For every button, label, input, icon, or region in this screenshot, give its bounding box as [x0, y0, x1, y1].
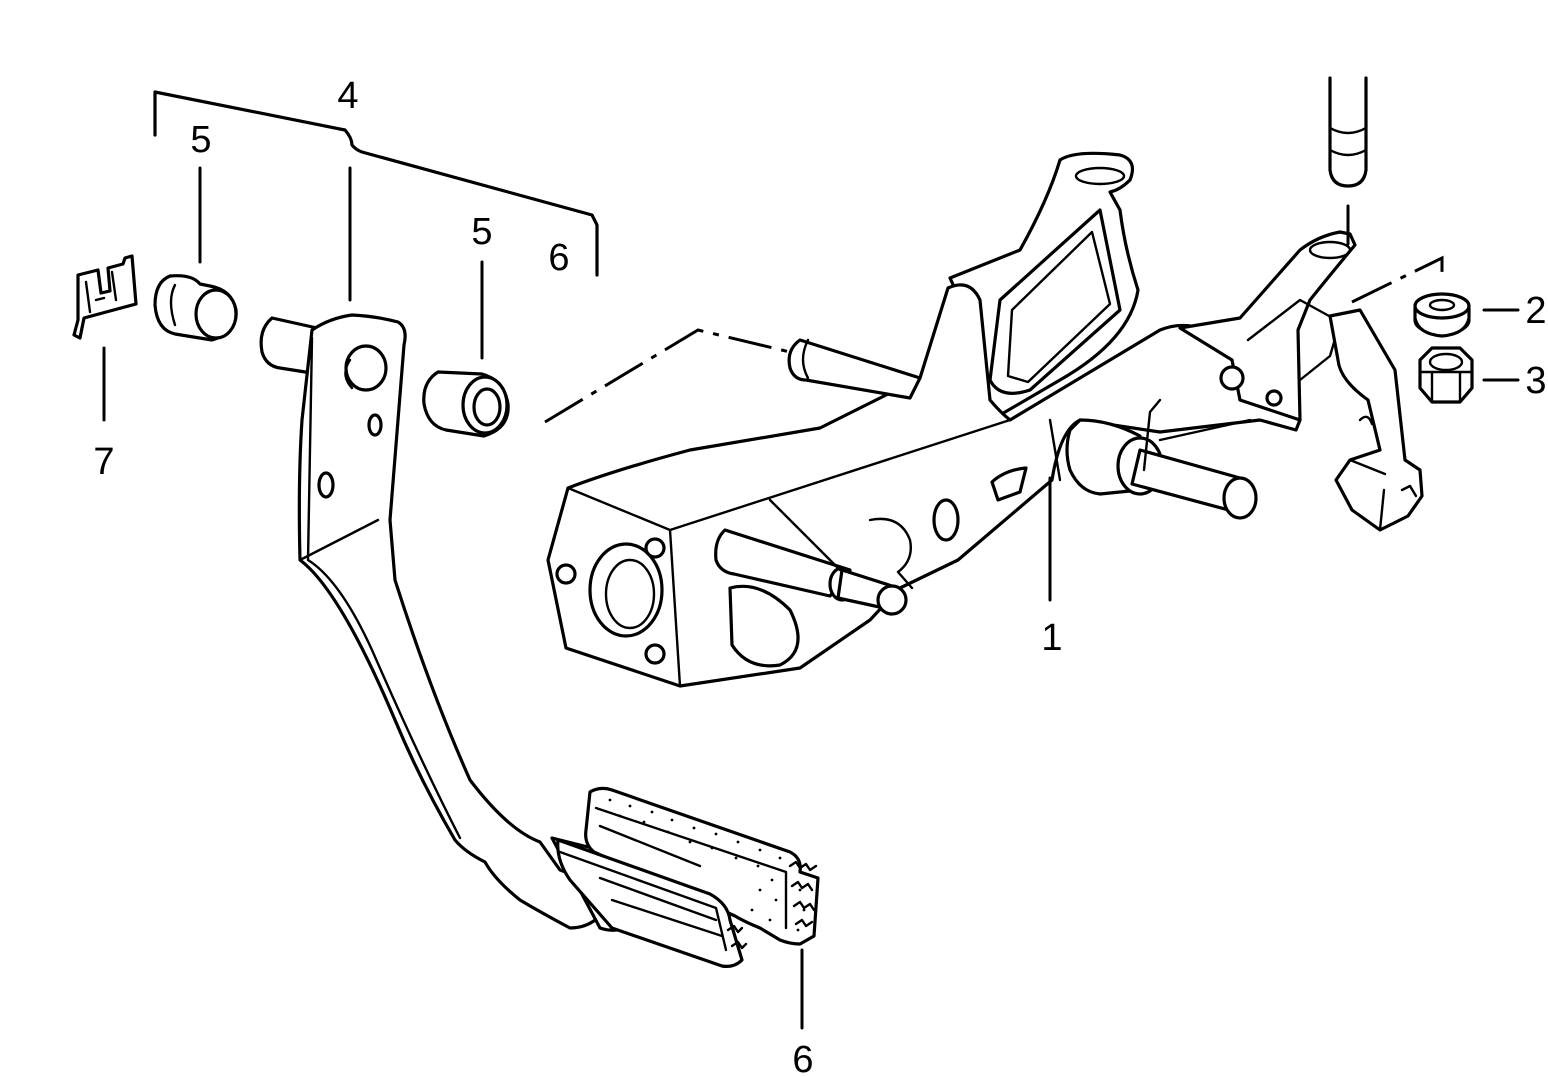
bushing-part-5-left: [153, 274, 238, 342]
callout-3: 3: [1525, 360, 1546, 402]
clip-part-7: [72, 254, 138, 340]
callout-6-bottom: 6: [792, 1039, 813, 1077]
pedal-support-part-1: [546, 151, 1424, 688]
bushing-part-5-right: [422, 370, 510, 438]
group-bracket-4: [153, 90, 599, 277]
stud-bolt: [1328, 76, 1368, 188]
washer-part-2: [1413, 292, 1471, 338]
callout-2: 2: [1525, 290, 1546, 332]
assembly-line-left: [544, 328, 791, 424]
callout-5-right: 5: [471, 211, 492, 253]
pedal-pad-part-6: [556, 786, 820, 968]
assembly-line-right: [1351, 255, 1444, 304]
callout-7: 7: [93, 441, 114, 483]
nut-part-3: [1418, 346, 1474, 404]
callout-5-left: 5: [190, 119, 211, 161]
pad-texture: [608, 798, 806, 932]
callout-1: 1: [1041, 617, 1062, 659]
callout-6-top: 6: [548, 237, 569, 279]
callout-4: 4: [337, 75, 358, 117]
